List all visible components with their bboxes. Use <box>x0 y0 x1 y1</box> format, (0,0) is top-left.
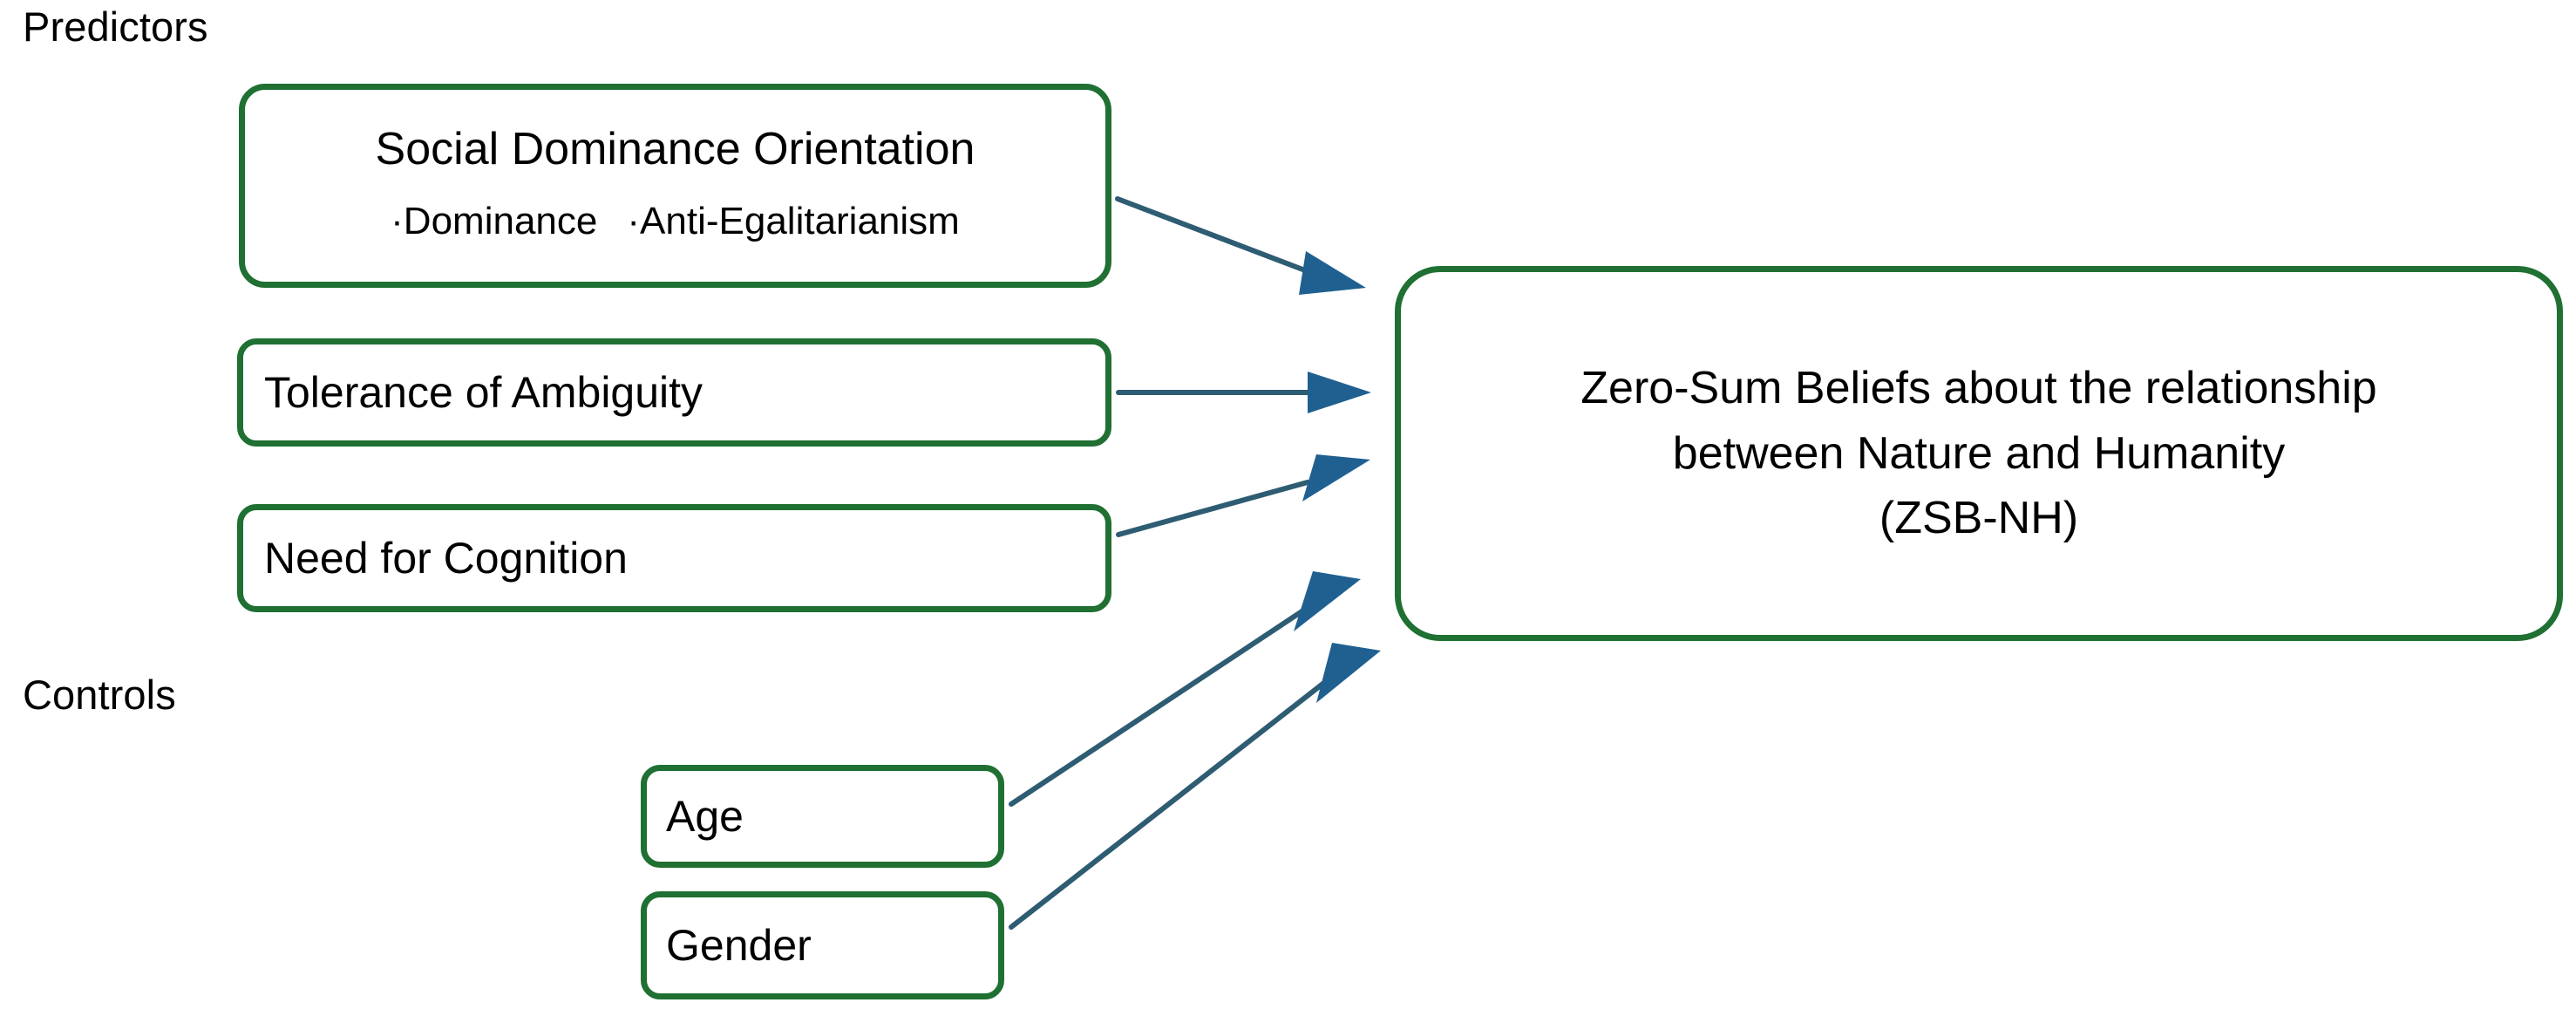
node-tolerance-of-ambiguity[interactable]: Tolerance of Ambiguity <box>237 338 1111 447</box>
node-title: Tolerance of Ambiguity <box>264 368 703 417</box>
node-gender[interactable]: Gender <box>641 891 1004 999</box>
node-title: Age <box>666 792 744 841</box>
node-title: Gender <box>666 921 812 970</box>
arrow-cognition-to-zsbnh <box>1116 454 1370 537</box>
node-title: Social Dominance Orientation <box>375 123 975 174</box>
node-need-for-cognition[interactable]: Need for Cognition <box>237 504 1111 612</box>
arrow-gender-to-zsbnh <box>1009 643 1381 930</box>
node-social-dominance-orientation[interactable]: Social Dominance Orientation ·Dominance … <box>239 84 1111 288</box>
section-label-controls: Controls <box>23 672 176 718</box>
node-zero-sum-beliefs-outcome[interactable]: Zero-Sum Beliefs about the relationship … <box>1395 266 2563 641</box>
node-subitem-dominance: ·Dominance <box>391 199 598 242</box>
node-subitem-anti-egalitarianism: ·Anti-Egalitarianism <box>627 199 960 242</box>
outcome-line-2: between Nature and Humanity <box>1672 427 2286 479</box>
outcome-line-3: (ZSB-NH) <box>1879 493 2079 544</box>
outcome-line-1: Zero-Sum Beliefs about the relationship <box>1580 362 2377 413</box>
node-title: Need for Cognition <box>264 534 628 583</box>
arrow-sdo-to-zsbnh <box>1115 196 1366 295</box>
node-subitems: ·Dominance ·Anti-Egalitarianism <box>391 200 960 242</box>
arrow-tolerance-to-zsbnh <box>1116 372 1371 413</box>
node-age[interactable]: Age <box>641 765 1004 868</box>
section-label-predictors: Predictors <box>23 3 208 50</box>
